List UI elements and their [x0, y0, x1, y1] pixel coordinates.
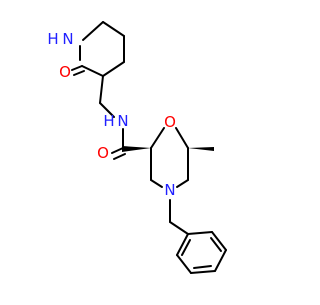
bond — [99, 102, 115, 118]
wedge-bond — [188, 147, 214, 151]
bond — [99, 75, 104, 104]
amide-nh-h-label: H — [103, 112, 114, 130]
bond — [176, 179, 189, 188]
bond — [111, 147, 124, 154]
bond — [150, 127, 165, 149]
amide-oxygen-label: O — [97, 144, 109, 162]
atom-labels: N H O N H O O N — [47, 30, 176, 199]
bond — [187, 231, 213, 235]
bond — [82, 21, 104, 41]
bond — [81, 65, 104, 77]
amide-nh-label: N — [117, 112, 128, 130]
bond — [190, 270, 216, 274]
ring-nh-h-label: H — [47, 30, 58, 48]
morpholine-nitrogen-label: N — [164, 181, 175, 199]
bond — [71, 65, 83, 71]
bond — [210, 237, 222, 252]
bond — [193, 265, 212, 269]
ring-nh-label: N — [62, 30, 73, 48]
bond — [211, 231, 227, 251]
bond — [102, 61, 125, 77]
morpholine-oxygen-label: O — [164, 113, 176, 131]
bond — [181, 239, 191, 256]
bond — [150, 179, 163, 188]
bond — [73, 70, 85, 76]
molecule-canvas: N H O N H O O N — [47, 21, 227, 274]
bonds — [71, 21, 227, 274]
bond — [175, 127, 189, 149]
lactam-oxygen-label: O — [59, 63, 71, 81]
bond — [176, 233, 189, 256]
bond — [113, 153, 126, 160]
bond — [102, 21, 125, 37]
bond — [176, 254, 192, 274]
bond — [214, 249, 227, 272]
wedge-bond — [122, 146, 151, 152]
structure-svg: N H O N H O O N — [47, 21, 227, 274]
bond — [169, 221, 189, 235]
